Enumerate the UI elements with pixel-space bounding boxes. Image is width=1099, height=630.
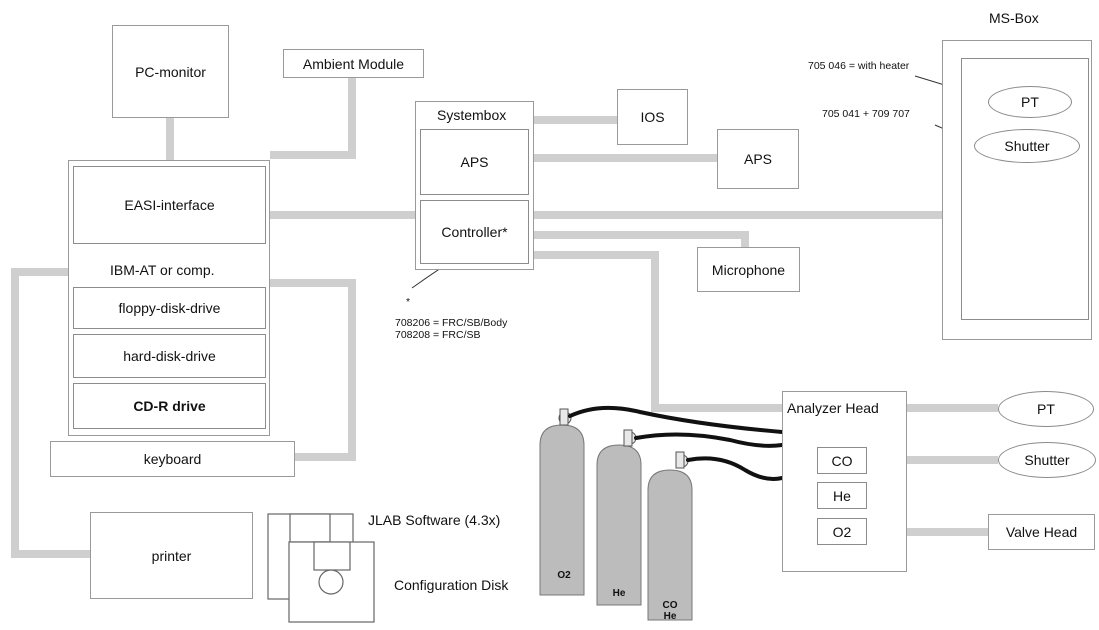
keyboard: keyboard: [50, 441, 295, 477]
controller: Controller*: [420, 200, 529, 264]
controller-star: *: [502, 224, 508, 240]
controller-note-line2: 708208 = FRC/SB: [395, 329, 481, 341]
ambient-module-label: Ambient Module: [302, 55, 405, 72]
aps-unit: APS: [717, 129, 799, 189]
pt-right-oval: PT: [998, 391, 1094, 427]
pt-ms-oval: PT: [988, 86, 1072, 118]
analyzer-co: CO: [817, 447, 867, 474]
cable-pc-keyboard: [270, 279, 356, 461]
shutter-right-label: Shutter: [1024, 452, 1070, 468]
valve-head-label: Valve Head: [1005, 524, 1078, 540]
hard-disk-label: hard-disk-drive: [123, 348, 216, 364]
systembox-aps: APS: [420, 129, 529, 195]
printer: printer: [90, 512, 253, 599]
ambient-module: Ambient Module: [283, 49, 424, 78]
controller-label: Controller: [441, 224, 503, 240]
shutter-ms-oval: Shutter: [974, 129, 1080, 163]
keyboard-label: keyboard: [143, 451, 202, 467]
cable-controller-analyzer: [534, 251, 782, 412]
cable-pc-printer: [11, 268, 90, 558]
analyzer-he-label: He: [833, 487, 851, 504]
cd-r-label: CD-R drive: [133, 398, 206, 414]
pt-ms-label: PT: [1021, 94, 1039, 110]
easi-interface-label: EASI-interface: [124, 197, 215, 213]
cd-r-drive: CD-R drive: [73, 383, 266, 429]
ibm-at-label: IBM-AT or comp.: [110, 262, 215, 278]
ios-label: IOS: [640, 109, 665, 125]
shutter-right-oval: Shutter: [998, 442, 1096, 478]
cable-ambient-pc: [270, 78, 356, 159]
hose-he: [634, 432, 784, 448]
controller-note-line1: 708206 = FRC/SB/Body: [395, 317, 508, 329]
controller-note-star: *: [406, 296, 411, 308]
pt-right-label: PT: [1037, 401, 1055, 417]
ios: IOS: [617, 89, 688, 145]
floppy-disk-drive: floppy-disk-drive: [73, 287, 266, 329]
pc-monitor-label: PC-monitor: [135, 63, 206, 80]
analyzer-he: He: [817, 482, 867, 509]
hard-disk-drive: hard-disk-drive: [73, 334, 266, 378]
analyzer-co-label: CO: [831, 452, 853, 469]
gas-cylinder-he: [596, 444, 642, 606]
cable-controller-microphone: [534, 231, 749, 247]
microphone-label: Microphone: [711, 261, 786, 278]
hose-o2: [568, 405, 784, 434]
aps-unit-label: APS: [743, 151, 772, 167]
configuration-disk-label: Configuration Disk: [394, 577, 509, 593]
hose-co-he: [686, 456, 784, 481]
microphone: Microphone: [697, 247, 800, 292]
systembox-aps-label: APS: [460, 154, 489, 170]
gas-label-he: He: [612, 588, 626, 599]
gas-label-co-he-2: He: [663, 611, 677, 622]
ms-box-label: MS-Box: [989, 10, 1039, 26]
shutter-ms-label: Shutter: [1004, 138, 1050, 154]
shutter-part-note: 705 041 + 709 707: [822, 108, 910, 120]
analyzer-o2-label: O2: [832, 523, 852, 540]
gas-label-co-he-1: CO: [662, 600, 678, 611]
easi-interface: EASI-interface: [73, 166, 266, 244]
gas-label-o2: O2: [557, 570, 571, 581]
gas-cylinder-co-he: [647, 469, 693, 621]
pc-monitor: PC-monitor: [112, 25, 229, 118]
systembox-label: Systembox: [437, 107, 507, 123]
printer-label: printer: [151, 547, 192, 564]
floppy-label: floppy-disk-drive: [118, 300, 221, 316]
jlab-software-label: JLAB Software (4.3x): [368, 512, 501, 528]
analyzer-head-label: Analyzer Head: [787, 400, 879, 416]
analyzer-o2: O2: [817, 518, 867, 545]
pt-part-note: 705 046 = with heater: [808, 60, 910, 72]
valve-head: Valve Head: [988, 514, 1095, 550]
